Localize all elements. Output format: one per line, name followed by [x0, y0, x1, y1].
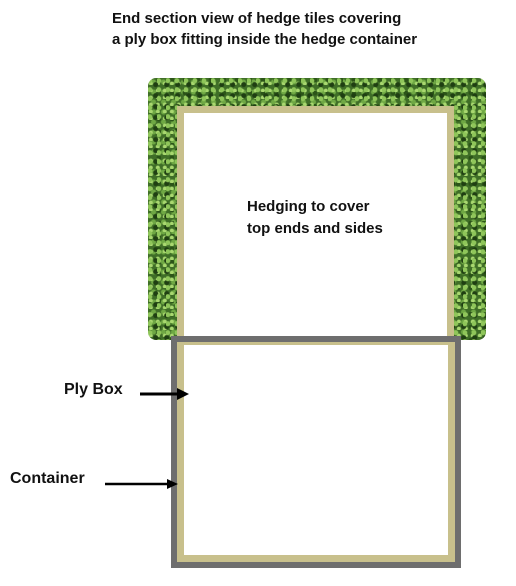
ply-box-lower	[177, 342, 455, 562]
title-line-1: End section view of hedge tiles covering	[112, 10, 402, 27]
title-line-2: a ply box fitting inside the hedge conta…	[112, 31, 418, 48]
ply-box-arrow	[140, 388, 189, 400]
ply-box-upper	[177, 106, 454, 339]
hedging-callout-line-2: top ends and sides	[247, 220, 383, 237]
container-arrow	[105, 479, 178, 489]
container-label: Container	[10, 470, 85, 487]
hedging-callout: Hedging to cover top ends and sides	[247, 196, 383, 240]
hedging-callout-line-1: Hedging to cover	[247, 198, 370, 215]
ply-box-label: Ply Box	[64, 381, 123, 398]
diagram-title: End section view of hedge tiles covering…	[112, 8, 502, 50]
